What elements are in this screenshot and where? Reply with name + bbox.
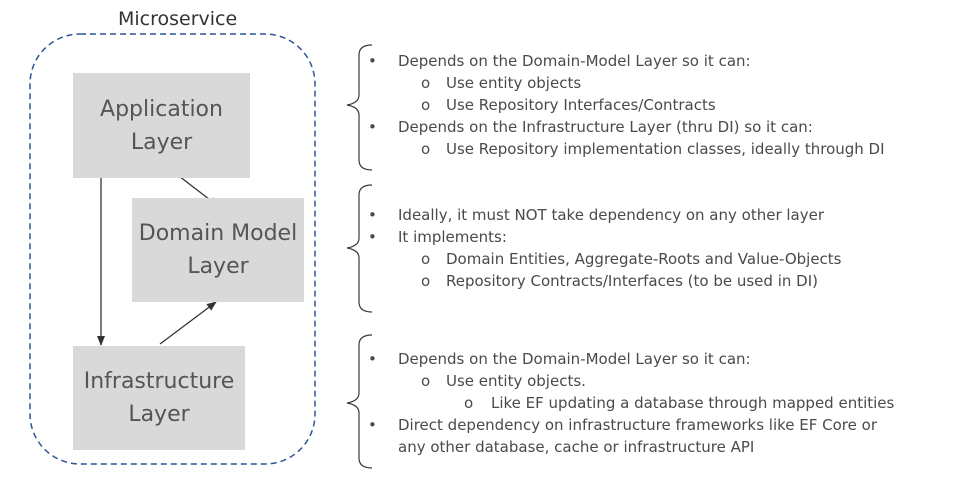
bullet-circle-icon: o: [421, 74, 431, 92]
infrastructure-note-text: Depends on the Domain-Model Layer so it …: [398, 350, 751, 368]
domain-note-item: o Repository Contracts/Interfaces (to be …: [368, 270, 948, 292]
bullet-circle-icon: o: [421, 96, 431, 114]
application-note-text: Use Repository Interfaces/Contracts: [446, 96, 716, 114]
application-note-item: • Depends on the Infrastructure Layer (th…: [368, 116, 948, 138]
bullet-circle-icon: o: [464, 394, 474, 412]
brace-domain: [346, 184, 373, 313]
domain-layer-line-1: Domain Model: [138, 221, 298, 246]
bullet-dot-icon: •: [368, 350, 377, 368]
domain-note-text: Repository Contracts/Interfaces (to be u…: [446, 272, 818, 290]
bullet-dot-icon: •: [368, 228, 377, 246]
bullet-circle-icon: o: [421, 250, 431, 268]
application-layer-line-1: Application: [100, 96, 223, 122]
infrastructure-note-text: Direct dependency on infrastructure fram…: [398, 416, 877, 434]
infrastructure-note-item: any other database, cache or infrastruct…: [368, 436, 948, 458]
domain-note-item: o Domain Entities, Aggregate-Roots and Va…: [368, 248, 948, 270]
infrastructure-note-text: any other database, cache or infrastruct…: [398, 438, 755, 456]
domain-note-text: Domain Entities, Aggregate-Roots and Val…: [446, 250, 842, 268]
application-note-item: • Depends on the Domain-Model Layer so it…: [368, 50, 948, 72]
application-note-text: Depends on the Domain-Model Layer so it …: [398, 52, 751, 70]
microservice-label: Microservice: [118, 8, 238, 30]
bullet-circle-icon: o: [421, 372, 431, 390]
application-layer-box: Application Layer: [73, 73, 250, 178]
brace-application: [346, 44, 373, 171]
application-note-text: Depends on the Infrastructure Layer (thr…: [398, 118, 813, 136]
domain-model-layer-box: Domain Model Layer: [132, 198, 304, 302]
infrastructure-layer-line-1: Infrastructure: [83, 369, 235, 394]
infrastructure-note-item: o Use entity objects.: [368, 370, 948, 392]
application-note-text: Use entity objects: [446, 74, 582, 92]
infrastructure-note-item: o Like EF updating a database through map…: [368, 392, 948, 414]
application-notes: • Depends on the Domain-Model Layer so it…: [368, 50, 948, 160]
bullet-circle-icon: o: [421, 272, 431, 290]
brace-infrastructure: [346, 334, 373, 469]
domain-note-item: • Ideally, it must NOT take dependency on…: [368, 204, 948, 226]
bullet-dot-icon: •: [368, 416, 377, 434]
application-note-item: o Use entity objects: [368, 72, 948, 94]
application-layer-line-2: Layer: [130, 129, 193, 155]
application-note-item: o Use Repository Interfaces/Contracts: [368, 94, 948, 116]
application-note-text: Use Repository implementation classes, i…: [446, 140, 885, 158]
infrastructure-layer-line-2: Layer: [128, 402, 190, 427]
infrastructure-note-item: • Depends on the Domain-Model Layer so it…: [368, 348, 948, 370]
infrastructure-note-text: Use entity objects.: [446, 372, 586, 390]
domain-note-text: Ideally, it must NOT take dependency on …: [398, 206, 825, 224]
infrastructure-notes: • Depends on the Domain-Model Layer so it…: [368, 348, 948, 458]
bullet-dot-icon: •: [368, 206, 377, 224]
domain-layer-line-2: Layer: [187, 254, 249, 279]
bullet-circle-icon: o: [421, 140, 431, 158]
domain-note-item: • It implements:: [368, 226, 948, 248]
infrastructure-note-item: • Direct dependency on infrastructure fra…: [368, 414, 948, 436]
domain-notes: • Ideally, it must NOT take dependency on…: [368, 204, 948, 292]
infrastructure-note-text: Like EF updating a database through mapp…: [491, 394, 895, 412]
domain-note-text: It implements:: [398, 228, 507, 246]
bullet-dot-icon: •: [368, 52, 377, 70]
arrow-infrastructure-to-domain: [159, 301, 217, 345]
microservice-boundary: [29, 33, 316, 465]
bullet-dot-icon: •: [368, 118, 377, 136]
infrastructure-layer-box: Infrastructure Layer: [73, 346, 245, 450]
application-note-item: o Use Repository implementation classes, …: [368, 138, 948, 160]
